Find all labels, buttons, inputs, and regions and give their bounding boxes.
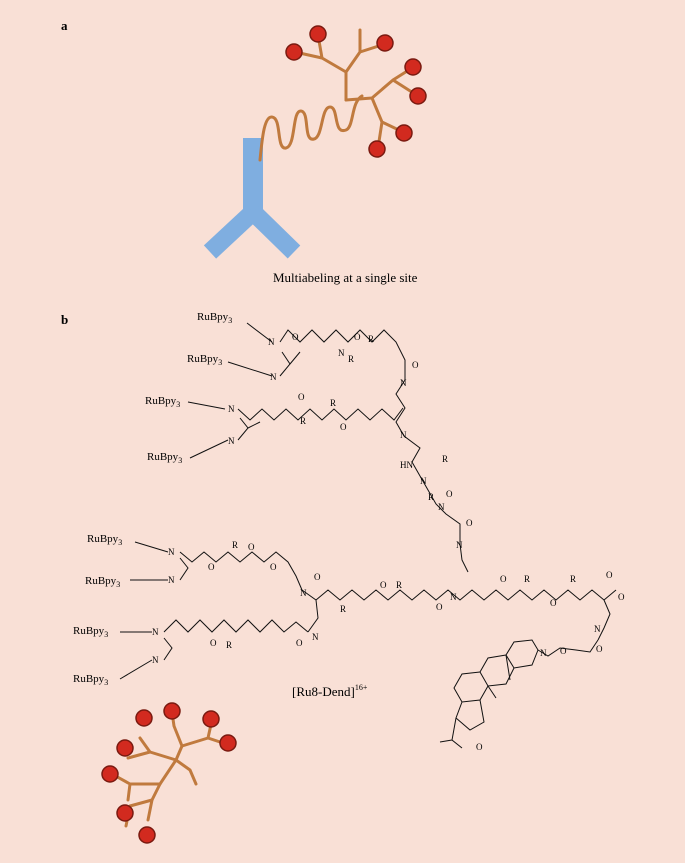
svg-text:HN: HN [400, 460, 413, 470]
svg-text:O: O [208, 562, 215, 572]
svg-text:N: N [456, 540, 463, 550]
svg-text:N: N [594, 624, 601, 634]
svg-text:N: N [300, 588, 307, 598]
svg-text:O: O [210, 638, 217, 648]
svg-text:R: R [226, 640, 232, 650]
svg-text:O: O [476, 742, 483, 752]
svg-text:O: O [380, 580, 387, 590]
svg-text:N: N [400, 430, 407, 440]
svg-text:RuBpy3: RuBpy3 [197, 311, 232, 325]
svg-text:N: N [400, 378, 407, 388]
svg-text:[Ru8-Dend]16+: [Ru8-Dend]16+ [292, 683, 368, 699]
svg-text:R: R [524, 574, 530, 584]
svg-text:N: N [540, 648, 547, 658]
svg-text:O: O [500, 574, 507, 584]
svg-text:N: N [438, 502, 445, 512]
svg-text:O: O [314, 572, 321, 582]
svg-text:O: O [466, 518, 473, 528]
svg-text:N: N [420, 476, 427, 486]
svg-text:R: R [340, 604, 346, 614]
rubpy-label: RuBpy3 [197, 311, 232, 325]
rubpy-label: RuBpy3 [73, 625, 108, 639]
svg-text:N: N [168, 547, 175, 557]
svg-text:R: R [330, 398, 336, 408]
svg-text:RuBpy3: RuBpy3 [85, 575, 120, 589]
rubpy-label: RuBpy3 [145, 395, 180, 409]
svg-text:R: R [428, 492, 434, 502]
svg-text:O: O [412, 360, 419, 370]
rubpy-label: RuBpy3 [85, 575, 120, 589]
svg-text:N: N [270, 372, 277, 382]
svg-text:N: N [152, 655, 159, 665]
dendron-linker-icon [258, 25, 427, 162]
dendrimer-structure: N N N N O N R O R O N N HN R N R O N O N… [119, 322, 625, 752]
svg-text:N: N [338, 348, 345, 358]
panel-a-caption: Multiabeling at a single site [273, 270, 418, 285]
svg-text:R: R [232, 540, 238, 550]
svg-text:O: O [618, 592, 625, 602]
svg-text:O: O [606, 570, 613, 580]
svg-text:O: O [560, 646, 567, 656]
svg-text:O: O [248, 542, 255, 552]
compound-label: [Ru8-Dend]16+ [292, 683, 368, 699]
svg-text:N: N [152, 627, 159, 637]
svg-text:O: O [436, 602, 443, 612]
svg-text:O: O [446, 489, 453, 499]
svg-text:O: O [596, 644, 603, 654]
svg-text:O: O [340, 422, 347, 432]
svg-text:N: N [168, 575, 175, 585]
svg-text:O: O [292, 332, 299, 342]
svg-text:RuBpy3: RuBpy3 [147, 451, 182, 465]
svg-text:R: R [348, 354, 354, 364]
svg-text:RuBpy3: RuBpy3 [187, 353, 222, 367]
svg-text:RuBpy3: RuBpy3 [145, 395, 180, 409]
svg-text:N: N [450, 592, 457, 602]
svg-text:R: R [442, 454, 448, 464]
rubpy-label: RuBpy3 [87, 533, 122, 547]
svg-text:O: O [550, 598, 557, 608]
svg-text:O: O [298, 392, 305, 402]
svg-text:R: R [570, 574, 576, 584]
svg-text:N: N [228, 404, 235, 414]
svg-text:RuBpy3: RuBpy3 [73, 673, 108, 687]
svg-text:R: R [300, 416, 306, 426]
svg-text:RuBpy3: RuBpy3 [87, 533, 122, 547]
svg-text:N: N [228, 436, 235, 446]
rubpy-label: RuBpy3 [147, 451, 182, 465]
svg-text:R: R [396, 580, 402, 590]
panel-a-letter: a [61, 18, 68, 33]
dendron-icon [101, 702, 237, 844]
svg-text:N: N [312, 632, 319, 642]
rubpy-label: RuBpy3 [187, 353, 222, 367]
svg-text:O: O [354, 332, 361, 342]
rubpy-label: RuBpy3 [73, 673, 108, 687]
panel-b-letter: b [61, 312, 68, 327]
svg-text:O: O [270, 562, 277, 572]
svg-text:R: R [368, 334, 374, 344]
svg-text:O: O [296, 638, 303, 648]
svg-text:RuBpy3: RuBpy3 [73, 625, 108, 639]
svg-text:N: N [268, 337, 275, 347]
antibody-icon [203, 138, 301, 259]
